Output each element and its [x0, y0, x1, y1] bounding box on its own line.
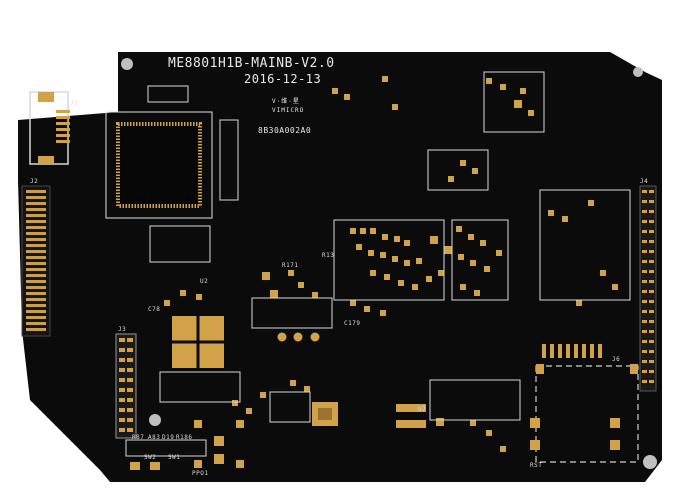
j1-pads [38, 92, 70, 164]
label-r87: R87 [132, 434, 145, 441]
label-r186: R186 [176, 434, 193, 441]
mounting-hole [643, 455, 657, 469]
mounting-hole [149, 414, 161, 426]
board-serial-label: 8B30A002A0 [258, 126, 312, 135]
qfp-chip-body [116, 122, 202, 208]
header-left-pins [119, 338, 133, 432]
fpc-pins-left [26, 190, 46, 331]
power-pads-row [396, 404, 444, 428]
board-date-label: 2016-12-13 [244, 72, 322, 86]
qfn-power-chip-grid [172, 316, 224, 368]
brand-logo-text: V·维·星 VIMICRO [272, 98, 305, 114]
label-sw2: SW2 [144, 454, 157, 461]
label-u2: U2 [200, 278, 209, 285]
board-model-label: ME8801H1B-MAINB-V2.0 [168, 56, 335, 71]
switch-pads [130, 420, 244, 470]
pcb-board [18, 52, 662, 482]
label-sw1: SW1 [168, 454, 181, 461]
smd-cluster-center [164, 76, 618, 452]
mounting-hole [633, 67, 643, 77]
label-c78: C78 [148, 306, 161, 313]
label-u7: U7 [418, 406, 427, 413]
label-a83: A83 [148, 434, 161, 441]
round-pads [277, 332, 320, 342]
j6-bottom-pads [530, 418, 620, 450]
silkscreen-outlines [125, 71, 631, 457]
j6-connector-outline [535, 365, 639, 463]
header-right-j4 [639, 185, 657, 392]
label-rst: RST [530, 462, 543, 469]
mounting-hole [121, 58, 133, 70]
label-j3: J3 [118, 326, 127, 333]
label-r13: R13 [322, 252, 335, 259]
label-j1: J1 [70, 100, 79, 107]
label-ppo1: PPO1 [192, 470, 209, 477]
label-r171: R171 [282, 262, 299, 269]
label-c179: C179 [344, 320, 361, 327]
qfn-chip-small-center [318, 408, 332, 420]
label-j4: J4 [640, 178, 649, 185]
label-j2: J2 [30, 178, 39, 185]
qfp-chip-outline [105, 111, 213, 219]
label-j6: J6 [612, 356, 621, 363]
label-d19: D19 [162, 434, 175, 441]
header-right-pins [642, 190, 654, 383]
j6-top-pads [536, 344, 638, 374]
